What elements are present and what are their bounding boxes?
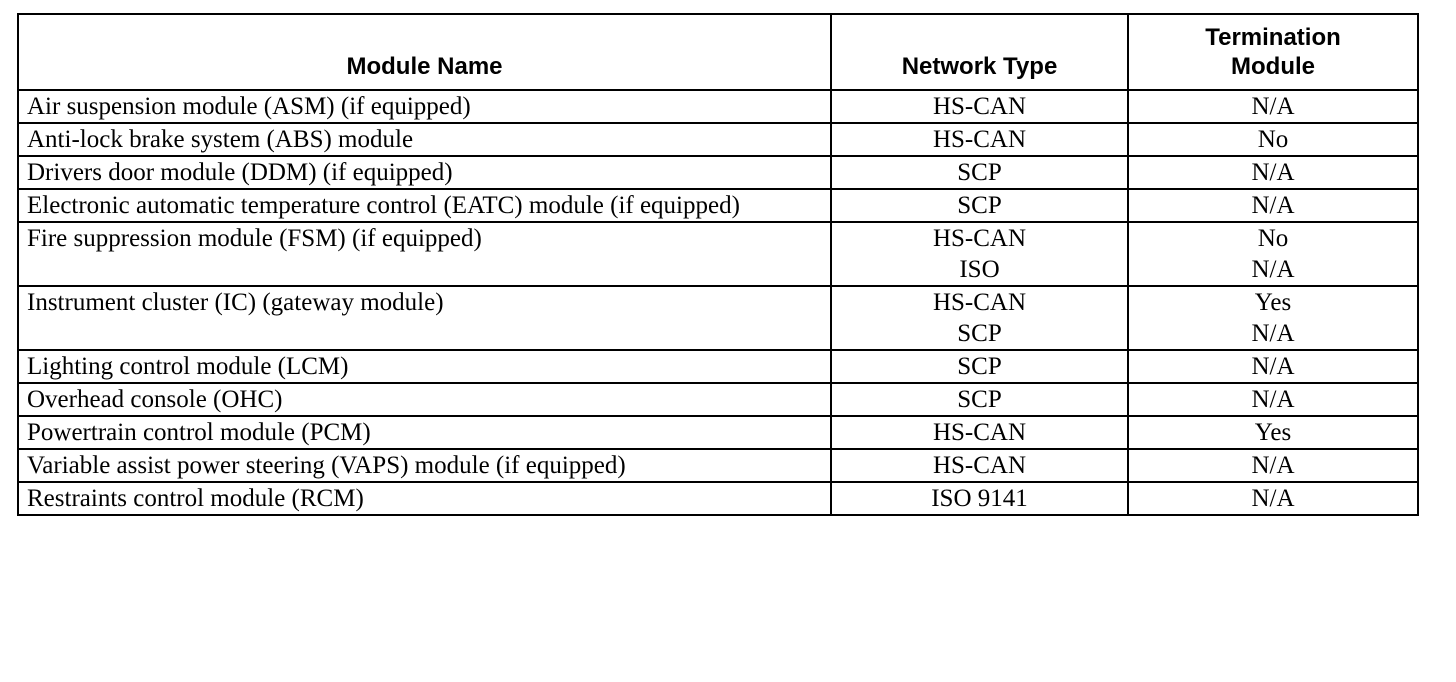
network-type-text: SCP <box>957 353 1002 380</box>
table-row: Powertrain control module (PCM) HS-CAN Yes <box>17 415 1419 450</box>
module-name-text: Electronic automatic temperature control… <box>27 192 740 219</box>
table-row: Restraints control module (RCM) ISO 9141 N… <box>17 481 1419 516</box>
network-type-cell: HS-CAN SCP <box>830 285 1129 351</box>
termination-cell: N/A <box>1127 89 1419 124</box>
termination-text: N/A <box>1251 256 1295 283</box>
module-name-cell: Restraints control module (RCM) <box>17 481 832 516</box>
table-row: Air suspension module (ASM) (if equipped… <box>17 89 1419 124</box>
module-name-cell: Electronic automatic temperature control… <box>17 188 832 223</box>
termination-cell: N/A <box>1127 481 1419 516</box>
termination-text: N/A <box>1251 386 1295 413</box>
module-name-text: Overhead console (OHC) <box>27 386 283 413</box>
module-name-cell: Variable assist power steering (VAPS) mo… <box>17 448 832 483</box>
table-row: Anti-lock brake system (ABS) module HS-CA… <box>17 122 1419 157</box>
network-type-cell: HS-CAN ISO <box>830 221 1129 287</box>
network-type-text: SCP <box>957 320 1002 347</box>
termination-text: Yes <box>1254 419 1292 446</box>
module-name-cell: Drivers door module (DDM) (if equipped) <box>17 155 832 190</box>
network-type-cell: SCP <box>830 349 1129 384</box>
module-network-table: Module Name Network Type Termination Mod… <box>17 13 1419 516</box>
module-name-cell: Powertrain control module (PCM) <box>17 415 832 450</box>
header-network-type: Network Type <box>830 13 1129 91</box>
termination-cell: N/A <box>1127 349 1419 384</box>
module-name-text: Anti-lock brake system (ABS) module <box>27 126 414 153</box>
termination-text: N/A <box>1251 93 1295 120</box>
termination-cell: N/A <box>1127 448 1419 483</box>
table-header-row: Module Name Network Type Termination Mod… <box>17 13 1419 91</box>
module-name-cell: Anti-lock brake system (ABS) module <box>17 122 832 157</box>
network-type-cell: HS-CAN <box>830 448 1129 483</box>
network-type-text: HS-CAN <box>932 289 1027 316</box>
network-type-cell: ISO 9141 <box>830 481 1129 516</box>
termination-cell: N/A <box>1127 188 1419 223</box>
header-termination-line2: Module <box>1231 53 1315 80</box>
header-termination-line1: Termination <box>1205 24 1341 51</box>
network-type-cell: HS-CAN <box>830 415 1129 450</box>
module-name-text: Air suspension module (ASM) (if equipped… <box>27 93 471 120</box>
module-name-text: Instrument cluster (IC) (gateway module) <box>27 289 444 316</box>
termination-text: N/A <box>1251 485 1295 512</box>
table-row: Variable assist power steering (VAPS) mo… <box>17 448 1419 483</box>
termination-cell: No <box>1127 122 1419 157</box>
network-type-text: SCP <box>957 159 1002 186</box>
network-type-text: HS-CAN <box>932 126 1027 153</box>
module-name-text: Drivers door module (DDM) (if equipped) <box>27 159 453 186</box>
network-type-cell: SCP <box>830 382 1129 417</box>
network-type-cell: HS-CAN <box>830 122 1129 157</box>
termination-text: N/A <box>1251 159 1295 186</box>
module-name-text: Fire suppression module (FSM) (if equipp… <box>27 225 482 252</box>
termination-text: N/A <box>1251 353 1295 380</box>
network-type-cell: SCP <box>830 155 1129 190</box>
table-row: Fire suppression module (FSM) (if equipp… <box>17 221 1419 287</box>
module-name-cell: Instrument cluster (IC) (gateway module) <box>17 285 832 351</box>
header-termination-module: Termination Module <box>1127 13 1419 91</box>
termination-text: No <box>1257 126 1289 153</box>
module-name-text: Restraints control module (RCM) <box>27 485 364 512</box>
termination-text: N/A <box>1251 452 1295 479</box>
termination-text: N/A <box>1251 192 1295 219</box>
module-name-text: Powertrain control module (PCM) <box>27 419 371 446</box>
table-row: Electronic automatic temperature control… <box>17 188 1419 223</box>
table-row: Lighting control module (LCM) SCP N/A <box>17 349 1419 384</box>
termination-cell: N/A <box>1127 155 1419 190</box>
network-type-text: SCP <box>957 192 1002 219</box>
network-type-text: HS-CAN <box>932 225 1027 252</box>
network-type-cell: HS-CAN <box>830 89 1129 124</box>
network-type-text: ISO 9141 <box>931 485 1028 512</box>
network-type-cell: SCP <box>830 188 1129 223</box>
module-name-cell: Overhead console (OHC) <box>17 382 832 417</box>
table-row: Instrument cluster (IC) (gateway module)… <box>17 285 1419 351</box>
module-name-text: Variable assist power steering (VAPS) mo… <box>27 452 626 479</box>
module-name-cell: Fire suppression module (FSM) (if equipp… <box>17 221 832 287</box>
network-type-text: HS-CAN <box>932 452 1027 479</box>
network-type-text: SCP <box>957 386 1002 413</box>
table-row: Overhead console (OHC) SCP N/A <box>17 382 1419 417</box>
network-type-text: HS-CAN <box>932 419 1027 446</box>
network-type-text: ISO <box>959 256 1000 283</box>
termination-text: N/A <box>1251 320 1295 347</box>
header-module-name: Module Name <box>17 13 832 91</box>
termination-cell: N/A <box>1127 382 1419 417</box>
termination-text: Yes <box>1254 289 1292 316</box>
module-name-text: Lighting control module (LCM) <box>27 353 349 380</box>
table-row: Drivers door module (DDM) (if equipped) S… <box>17 155 1419 190</box>
termination-text: No <box>1257 225 1289 252</box>
network-type-text: HS-CAN <box>932 93 1027 120</box>
module-name-cell: Air suspension module (ASM) (if equipped… <box>17 89 832 124</box>
termination-cell: Yes <box>1127 415 1419 450</box>
module-name-cell: Lighting control module (LCM) <box>17 349 832 384</box>
